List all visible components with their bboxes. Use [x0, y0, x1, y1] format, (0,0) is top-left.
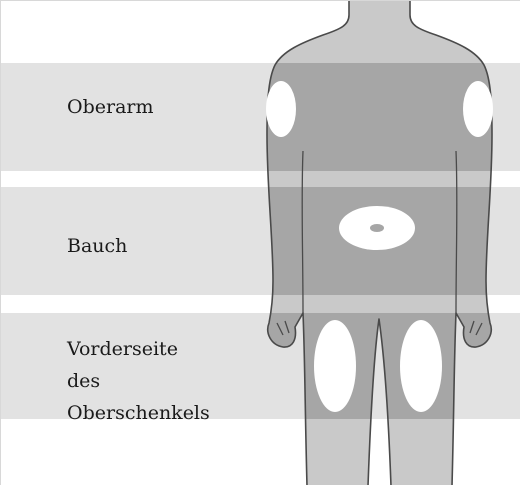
arm-contour-left — [302, 151, 303, 313]
injection-site-upper-arm-left — [266, 81, 296, 137]
label-upper-arm: Oberarm — [67, 91, 154, 123]
injection-site-thigh-right — [400, 320, 442, 412]
label-abdomen: Bauch — [67, 230, 127, 262]
injection-site-upper-arm-right — [463, 81, 493, 137]
arm-contour-right — [456, 151, 457, 313]
label-thigh: Vorderseite des Oberschenkels — [67, 333, 210, 429]
injection-site-thigh-left — [314, 320, 356, 412]
label-upper-arm-text: Oberarm — [67, 91, 154, 123]
label-thigh-line-2: des — [67, 365, 210, 397]
label-thigh-line-1: Vorderseite — [67, 333, 210, 365]
label-thigh-line-3: Oberschenkels — [67, 397, 210, 429]
label-abdomen-text: Bauch — [67, 230, 127, 262]
navel-mark — [370, 224, 384, 232]
